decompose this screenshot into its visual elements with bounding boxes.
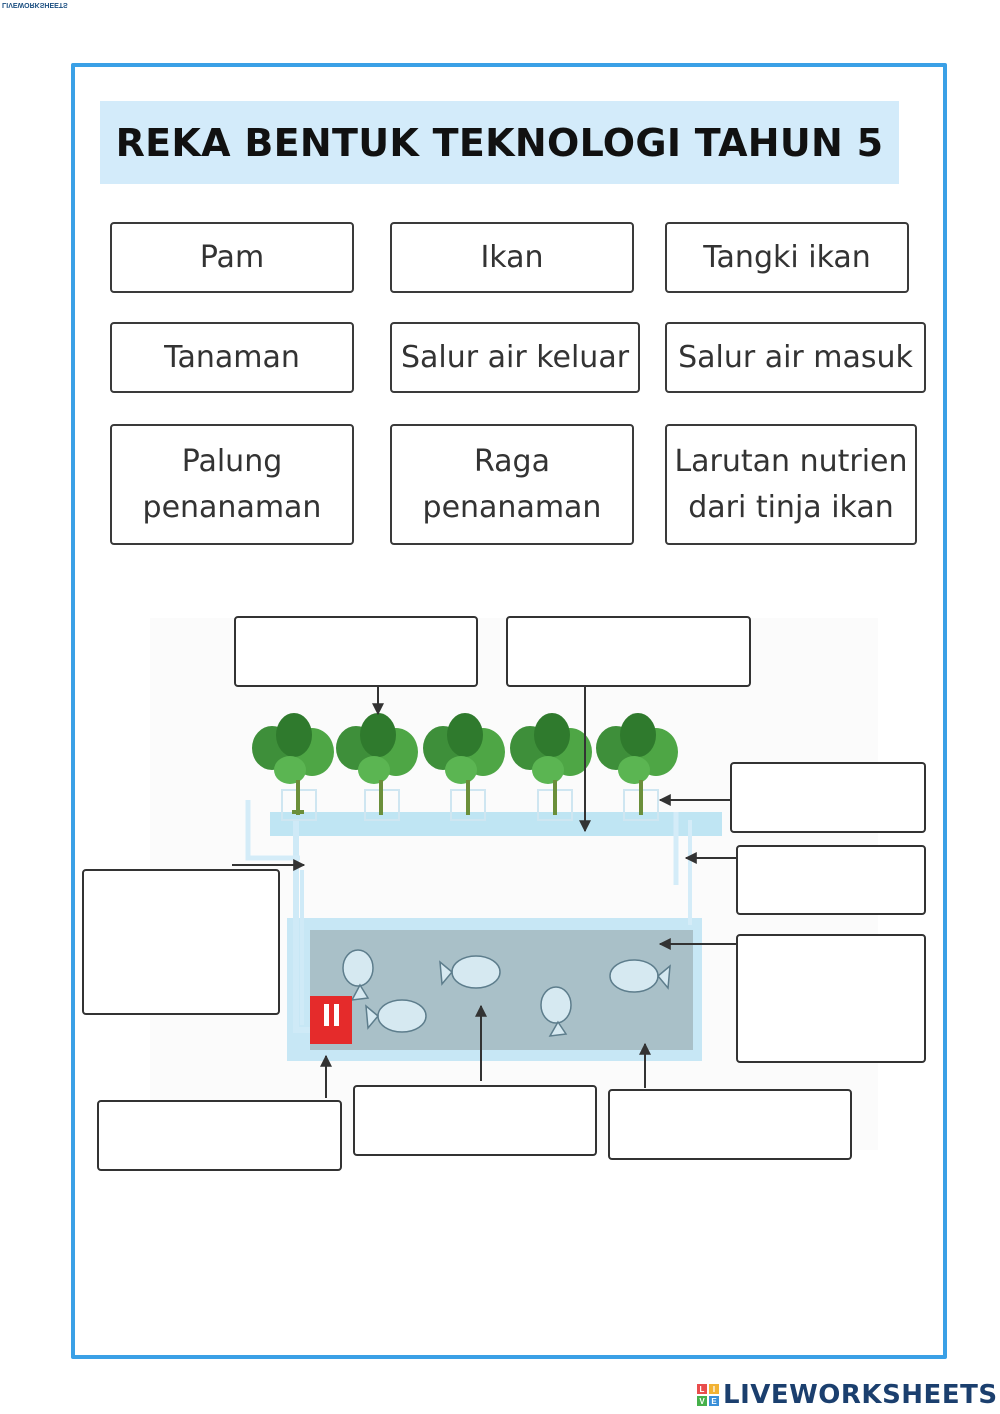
plant-icon	[336, 713, 418, 815]
plant-icon	[596, 713, 678, 815]
plant-icon	[510, 713, 592, 815]
grow-bed-tray	[270, 812, 722, 836]
answer-box-3[interactable]	[730, 762, 926, 833]
title-banner: REKA BENTUK TEKNOLOGI TAHUN 5	[100, 101, 899, 184]
arrow-icon	[232, 687, 736, 1098]
fish-icon	[540, 986, 572, 1037]
fish-icon	[609, 959, 671, 993]
fish-icon	[365, 999, 427, 1033]
word-card-larutan-nutrien[interactable]: Larutan nutrien dari tinja ikan	[665, 424, 917, 545]
worksheet-frame	[71, 63, 947, 1359]
pump-icon	[310, 996, 352, 1044]
brand-logo-icon: L I V E	[697, 1384, 719, 1406]
word-card-pam[interactable]: Pam	[110, 222, 354, 293]
answer-box-7[interactable]	[353, 1085, 597, 1156]
word-card-tanaman[interactable]: Tanaman	[110, 322, 354, 393]
word-card-tangki-ikan[interactable]: Tangki ikan	[665, 222, 909, 293]
word-card-raga-penanaman[interactable]: Raga penanaman	[390, 424, 634, 545]
word-card-salur-air-keluar[interactable]: Salur air keluar	[390, 322, 640, 393]
plant-icon	[423, 713, 505, 815]
brand-footer: L I V E LIVEWORKSHEETS	[697, 1380, 998, 1410]
word-card-palung-penanaman[interactable]: Palung penanaman	[110, 424, 354, 545]
word-card-ikan[interactable]: Ikan	[390, 222, 634, 293]
plant-icon	[252, 713, 334, 815]
answer-box-6[interactable]	[736, 934, 926, 1063]
page-title: REKA BENTUK TEKNOLOGI TAHUN 5	[115, 120, 884, 165]
answer-box-5[interactable]	[82, 869, 280, 1015]
answer-box-8[interactable]	[608, 1089, 852, 1160]
brand-name: LIVEWORKSHEETS	[723, 1380, 998, 1410]
answer-box-9[interactable]	[97, 1100, 342, 1171]
fish-icon	[342, 949, 374, 1001]
left-riser-pipe	[245, 800, 300, 861]
word-card-salur-air-masuk[interactable]: Salur air masuk	[665, 322, 926, 393]
answer-box-4[interactable]	[736, 845, 926, 915]
answer-box-1[interactable]	[234, 616, 478, 687]
answer-box-2[interactable]	[506, 616, 751, 687]
fish-icon	[439, 955, 501, 989]
outlet-pipe	[293, 820, 312, 1033]
